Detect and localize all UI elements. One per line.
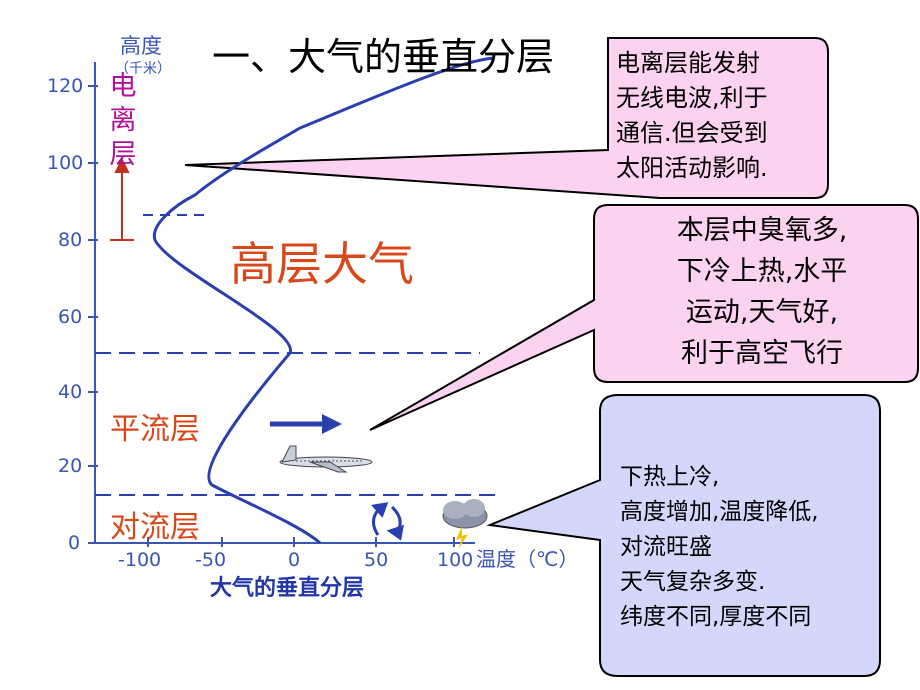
- y-tick-label: 60: [58, 306, 83, 328]
- x-tick-label: -100: [118, 549, 162, 571]
- y-axis-title-line1: 高度: [120, 34, 162, 58]
- troposphere-label: 对流层: [110, 510, 200, 545]
- y-tick-label: 40: [58, 381, 83, 403]
- airplane-icon: [279, 445, 373, 473]
- y-tick-label: 100: [47, 152, 84, 174]
- note-line: 电离层能发射: [616, 49, 760, 77]
- troposphere-note: 下热上冷, 高度增加,温度降低, 对流旺盛 天气复杂多变. 纬度不同,厚度不同: [620, 460, 819, 635]
- ionosphere-label: 电 离 层: [108, 70, 138, 172]
- arrow-right-icon: [270, 414, 342, 434]
- ionosphere-note-bubble: [184, 37, 829, 199]
- storm-cloud-icon: [442, 499, 488, 550]
- note-line: 利于高空飞行: [681, 338, 843, 369]
- note-line: 对流旺盛: [620, 534, 712, 560]
- y-tick-label: 120: [47, 75, 84, 97]
- note-line: 天气复杂多变.: [620, 569, 766, 595]
- ionosphere-label-char: 离: [109, 105, 137, 136]
- temperature-curve: [152, 56, 496, 545]
- note-line: 太阳活动影响.: [616, 154, 768, 182]
- stratosphere-note-bubble: [369, 204, 919, 431]
- axes: [88, 62, 475, 547]
- y-axis-title: 高度: [120, 30, 162, 60]
- note-line: 通信.但会受到: [616, 119, 768, 147]
- note-line: 下冷上热,水平: [676, 256, 848, 287]
- convection-arrows-icon: [371, 502, 404, 541]
- ionosphere-range-marker: [110, 157, 134, 241]
- troposphere-note-bubble: [486, 394, 881, 677]
- x-tick-label: -50: [195, 549, 227, 571]
- note-line: 下热上冷,: [620, 464, 720, 490]
- stratosphere-note: 本层中臭氧多, 下冷上热,水平 运动,天气好, 利于高空飞行: [626, 210, 898, 374]
- note-line: 高度增加,温度降低,: [620, 499, 819, 525]
- y-tick-label: 80: [58, 229, 83, 251]
- x-axis-title: 温度（℃）: [476, 547, 579, 571]
- ionosphere-note: 电离层能发射 无线电波,利于 通信.但会受到 太阳活动影响.: [616, 46, 768, 186]
- y-axis-title-line2: （千米）: [115, 61, 171, 77]
- slide-title: 一、大气的垂直分层: [212, 35, 555, 79]
- note-line: 纬度不同,厚度不同: [620, 604, 812, 630]
- y-axis-unit: （千米）: [115, 58, 171, 78]
- diagram-caption: 大气的垂直分层: [210, 576, 365, 601]
- note-line: 运动,天气好,: [685, 297, 839, 328]
- note-line: 无线电波,利于: [616, 84, 768, 112]
- y-tick-label: 20: [58, 455, 83, 477]
- ionosphere-label-char: 电: [109, 71, 137, 102]
- stratosphere-label: 平流层: [110, 412, 200, 447]
- x-tick-label: 100: [437, 549, 474, 571]
- y-tick-label: 0: [68, 532, 81, 554]
- upper-atmosphere-label: 高层大气: [230, 237, 414, 291]
- note-line: 本层中臭氧多,: [676, 215, 848, 246]
- x-tick-label: 50: [364, 549, 389, 571]
- x-tick-label: 0: [288, 549, 301, 571]
- ionosphere-label-char: 层: [109, 139, 137, 170]
